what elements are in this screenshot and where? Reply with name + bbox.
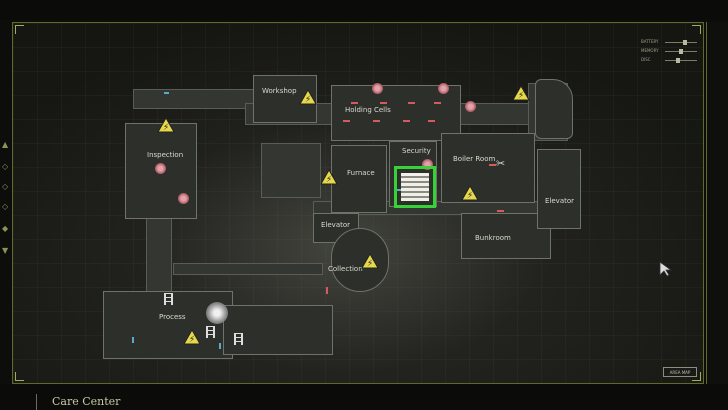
- svg-text:⚡: ⚡: [189, 335, 195, 345]
- rail-marker: ◇: [2, 182, 9, 191]
- corner-mark: [692, 25, 701, 34]
- right-panel: [706, 22, 728, 384]
- ladder-icon: [164, 293, 173, 305]
- door-locked: [351, 102, 358, 104]
- room-holding-cells[interactable]: [331, 85, 461, 141]
- room-furnace[interactable]: [331, 145, 387, 213]
- disc-label: DISC: [641, 57, 651, 62]
- status-meters: BATTERY MEMORY DISC: [641, 39, 699, 69]
- rail-marker: ▼: [2, 246, 9, 255]
- door-open: [219, 343, 221, 349]
- battery-label: BATTERY: [641, 39, 659, 44]
- room-north-tower[interactable]: [535, 79, 573, 139]
- label-elevator-right: Elevator: [545, 197, 575, 205]
- security-camera-icon: [401, 173, 429, 201]
- hazard-icon: ⚡: [183, 329, 201, 345]
- rail-marker: ◇: [2, 202, 9, 211]
- label-workshop: Workshop: [262, 87, 297, 95]
- door-open: [132, 337, 134, 343]
- door-locked: [428, 120, 435, 122]
- label-furnace: Furnace: [347, 169, 375, 177]
- hazard-icon: ⚡: [299, 89, 317, 105]
- player-marker-icon: [206, 302, 228, 324]
- flower-icon: [372, 83, 383, 94]
- door-locked: [343, 120, 350, 122]
- door-locked: [380, 102, 387, 104]
- hazard-icon: ⚡: [461, 185, 479, 201]
- hazard-icon: ⚡: [361, 253, 379, 269]
- divider: [36, 394, 37, 410]
- area-map-button[interactable]: AREA MAP: [663, 367, 697, 377]
- label-holding-cells: Holding Cells: [345, 106, 391, 114]
- door-locked: [497, 210, 504, 212]
- selected-room-highlight[interactable]: [394, 166, 436, 208]
- hazard-icon: ⚡: [157, 117, 175, 133]
- corner-mark: [15, 25, 24, 34]
- room-bunkroom[interactable]: [461, 213, 551, 259]
- label-inspection: Inspection: [147, 151, 184, 159]
- label-security: Security: [402, 147, 431, 155]
- ladder-icon: [206, 326, 215, 338]
- map-frame: Workshop Holding Cells Inspection Securi…: [12, 22, 704, 384]
- svg-text:⚡: ⚡: [305, 95, 311, 105]
- room-inspection[interactable]: [125, 123, 197, 219]
- door-locked: [403, 120, 410, 122]
- scissors-icon: ✂: [496, 157, 506, 170]
- label-elevator-left: Elevator: [321, 221, 351, 229]
- rail-marker: ▲: [2, 140, 9, 149]
- rail-marker: ◆: [2, 224, 9, 233]
- left-rail: ▲ ◇ ◇ ◇ ◆ ▼: [0, 100, 12, 280]
- room-boiler[interactable]: [441, 133, 535, 203]
- flower-icon: [438, 83, 449, 94]
- flower-icon: [155, 163, 166, 174]
- flower-icon: [465, 101, 476, 112]
- flower-icon: [422, 159, 433, 170]
- svg-text:⚡: ⚡: [163, 123, 169, 133]
- label-boiler-room: Boiler Room: [453, 155, 496, 163]
- room-east-wing[interactable]: [537, 149, 581, 229]
- corridor: [173, 263, 323, 275]
- door-locked: [408, 102, 415, 104]
- ladder-icon: [234, 333, 243, 345]
- location-name: Care Center: [52, 395, 121, 408]
- bottom-bar: Care Center: [0, 384, 728, 410]
- corner-mark: [692, 372, 701, 381]
- door-open: [164, 92, 169, 94]
- room-collection[interactable]: [331, 228, 389, 292]
- label-collection: Collection: [328, 265, 363, 273]
- svg-text:⚡: ⚡: [518, 91, 524, 101]
- corridor: [133, 89, 261, 109]
- corridor: [261, 143, 321, 198]
- cursor-icon: [659, 261, 673, 277]
- door-locked: [373, 120, 380, 122]
- hazard-icon: ⚡: [320, 169, 338, 185]
- label-process: Process: [159, 313, 186, 321]
- svg-text:⚡: ⚡: [326, 175, 332, 185]
- flower-icon: [178, 193, 189, 204]
- svg-text:⚡: ⚡: [367, 259, 373, 269]
- memory-label: MEMORY: [641, 48, 659, 53]
- room-south-west[interactable]: [223, 305, 333, 355]
- door-locked: [489, 164, 496, 166]
- door-locked: [326, 287, 328, 294]
- hazard-icon: ⚡: [512, 85, 530, 101]
- top-bar: [0, 0, 728, 20]
- door-open: [397, 189, 402, 191]
- svg-text:⚡: ⚡: [467, 191, 473, 201]
- rail-marker: ◇: [2, 162, 9, 171]
- corner-mark: [15, 372, 24, 381]
- label-bunkroom: Bunkroom: [475, 234, 511, 242]
- door-locked: [434, 102, 441, 104]
